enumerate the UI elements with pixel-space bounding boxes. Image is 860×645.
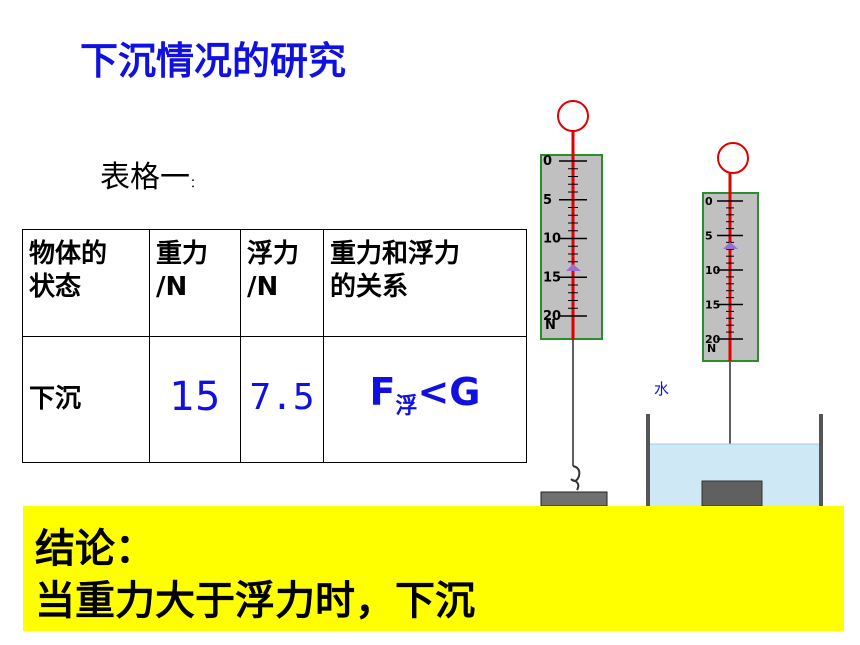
header-relation-line1: 重力和浮力 [330, 239, 461, 269]
scale-tick-label: 10 [543, 232, 561, 247]
left-scale-ring [557, 100, 589, 132]
header-state: 物体的 状态 [22, 229, 150, 337]
table-header-row: 物体的 状态 重力 /N 浮力 /N 重力和浮力 的关系 [22, 229, 527, 337]
header-buoyancy-line1: 浮力 [247, 239, 300, 269]
left-scale-pointer [566, 264, 581, 271]
page-title: 下沉情况的研究 [80, 39, 347, 83]
scale-tick-label: 0 [543, 154, 552, 169]
relation-value: F浮<G [369, 370, 481, 419]
buoyancy-value: 7.5 [249, 377, 315, 418]
header-gravity: 重力 /N [149, 229, 241, 337]
right-spring-scale: 0 5 10 15 20N [702, 142, 759, 474]
conclusion-heading: 结论： [35, 526, 155, 572]
scale-unit-label: N [545, 318, 556, 333]
left-scale-ticks: 0 5 10 15 20N [543, 154, 587, 333]
gravity-value: 15 [169, 373, 221, 420]
left-weight [540, 491, 608, 507]
table-caption: 表格一： [100, 152, 202, 196]
header-relation: 重力和浮力 的关系 [323, 229, 527, 337]
header-state-line1: 物体的 [29, 239, 108, 269]
left-spring-scale: 0 5 10 15 20N [540, 100, 608, 507]
results-table: 物体的 状态 重力 /N 浮力 /N 重力和浮力 的关系 下沉 15 7.5 F… [22, 229, 527, 463]
scale-tick-label: 5 [543, 193, 552, 208]
scale-tick-label: 0 [705, 195, 713, 208]
scale-tick-label: 20 [543, 309, 561, 324]
right-scale-pointer [723, 242, 738, 249]
cell-state: 下沉 [22, 336, 150, 463]
conclusion-box: 结论： 当重力大于浮力时，下沉 [23, 506, 844, 631]
scale-tick-label: 10 [705, 264, 721, 277]
water-tank [646, 414, 823, 507]
table-caption-colon: ： [190, 176, 203, 190]
header-gravity-line1: 重力 [156, 239, 209, 269]
cell-relation: F浮<G [323, 336, 527, 463]
relation-rest: <G [417, 370, 481, 414]
header-buoyancy-line2: /N [247, 272, 279, 302]
left-hook [570, 465, 581, 491]
relation-sub: 浮 [395, 394, 418, 419]
water-label: 水 [654, 380, 670, 398]
conclusion-text: 当重力大于浮力时，下沉 [35, 578, 475, 624]
scale-unit-label: N [707, 342, 716, 355]
submerged-weight [701, 480, 763, 507]
scale-tick-label: 15 [705, 299, 720, 312]
table-row: 下沉 15 7.5 F浮<G [22, 336, 527, 463]
header-state-line2: 状态 [29, 272, 82, 302]
scale-tick-label: 20 [705, 333, 721, 346]
table-caption-text: 表格一 [100, 160, 190, 195]
cell-gravity: 15 [149, 336, 241, 463]
scale-tick-label: 15 [543, 270, 561, 285]
header-gravity-line2: /N [156, 272, 188, 302]
header-relation-line2: 的关系 [330, 272, 409, 302]
right-scale-ring [717, 142, 749, 174]
relation-f: F [369, 370, 396, 414]
scale-tick-label: 5 [705, 230, 713, 243]
